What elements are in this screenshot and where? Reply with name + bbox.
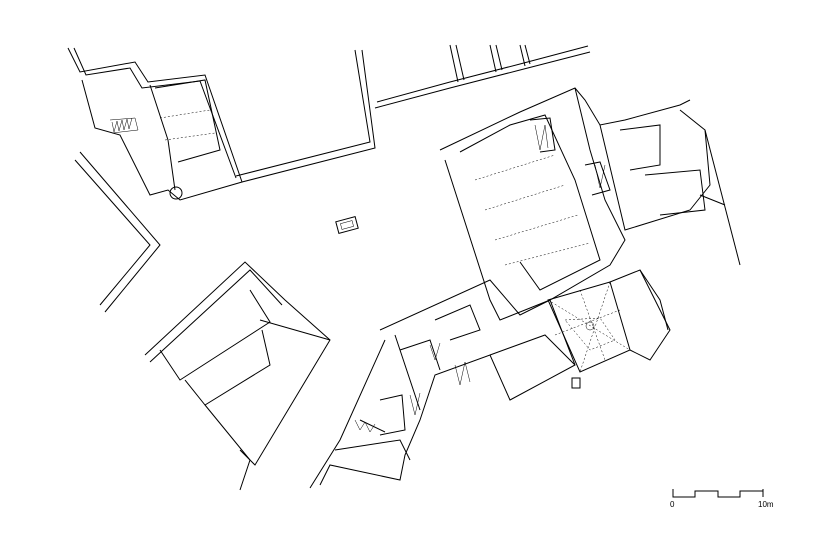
stairs xyxy=(111,117,606,433)
building-northwest xyxy=(67,47,243,201)
vaulted-chapel xyxy=(547,281,631,389)
building-southwest xyxy=(144,261,331,491)
scale-bar xyxy=(672,489,764,498)
building-south xyxy=(309,279,576,489)
courtyard-feature xyxy=(335,216,359,234)
building-west xyxy=(74,151,161,313)
scale-start-label: 0 xyxy=(670,500,675,509)
building-east xyxy=(609,269,671,361)
scale-end-label: 10m xyxy=(758,500,774,509)
north-wall xyxy=(235,44,591,183)
building-church xyxy=(439,87,741,321)
